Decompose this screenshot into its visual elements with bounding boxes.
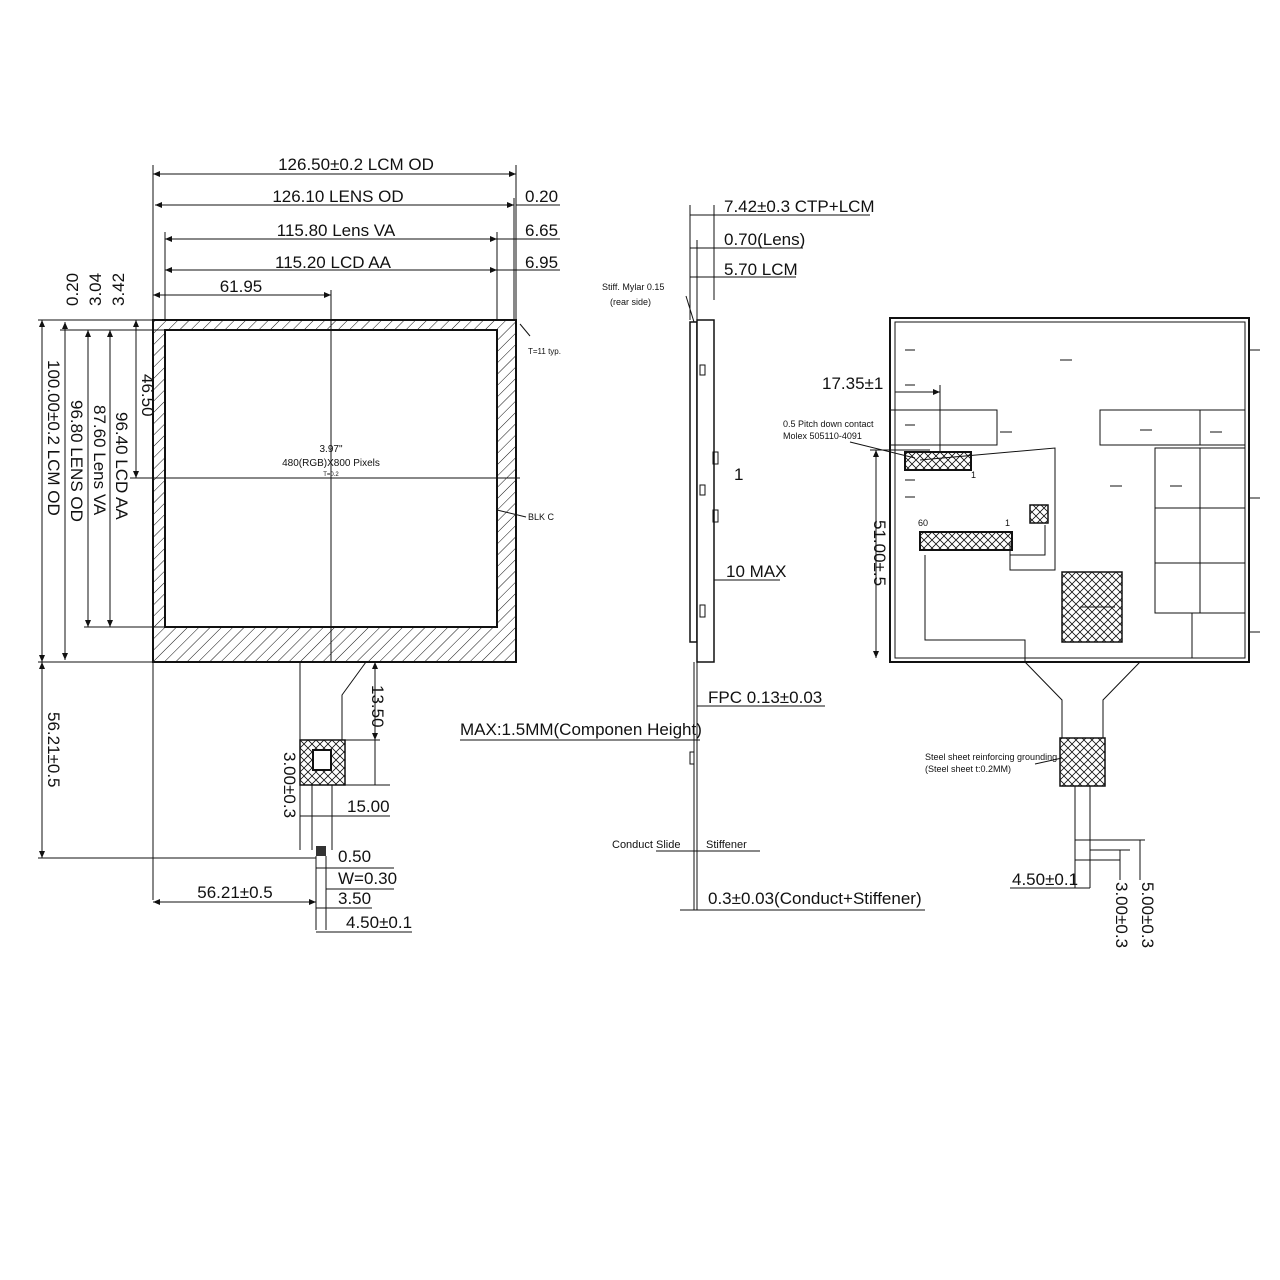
fpc-tail [299, 661, 367, 740]
dim-right-695: 6.95 [525, 253, 558, 272]
dim-lcm-od-width: 126.50±0.2 LCM OD [278, 155, 434, 174]
dim-v-304: 3.04 [86, 273, 105, 306]
fpc-chip [312, 749, 332, 771]
label-pixels: 480(RGB)X800 Pixels [282, 458, 380, 469]
rear-flex-route [924, 555, 1026, 662]
side-lens [689, 321, 698, 643]
label-conduct-slide: Conduct Slide [612, 839, 681, 851]
dim-v-342: 3.42 [109, 273, 128, 306]
dim-rear-1735: 17.35±1 [822, 374, 883, 393]
label-mylar: Stiff. Mylar 0.15 [602, 282, 664, 292]
label-diagonal-size: 3.97" [319, 444, 342, 455]
dim-lens-od-width: 126.10 LENS OD [272, 187, 403, 206]
rear-fpc-tail [1024, 661, 1141, 738]
dim-fpc-w030: W=0.30 [338, 869, 397, 888]
dim-rear-500: 5.00±0.3 [1138, 882, 1157, 948]
dim-fpc-length: 56.21±0.5 [44, 712, 63, 788]
pin-1-main: 1 [1005, 518, 1010, 528]
label-thickness: T=0.2 [323, 472, 339, 478]
fpc-contact-pads [316, 846, 326, 856]
dim-fpc-x: 56.21±0.5 [197, 883, 273, 902]
dim-rear-450: 4.50±0.1 [1012, 870, 1078, 889]
label-t11: T=11 typ. [528, 347, 561, 356]
dim-fpc-350: 3.50 [338, 889, 371, 908]
pin-1-top: 1 [971, 470, 976, 480]
label-steel-sheet: Steel sheet reinforcing grounding [925, 752, 1057, 762]
label-molex: Molex 505110-4091 [783, 431, 862, 441]
dim-conduct-stiffener: 0.3±0.03(Conduct+Stiffener) [708, 889, 922, 908]
rear-steel-sheet [1059, 737, 1106, 787]
dim-fpc-1500: 15.00 [347, 797, 390, 816]
front-view: 126.50±0.2 LCM OD 126.10 LENS OD 115.80 … [38, 155, 561, 933]
dim-lcm-thickness: 5.70 LCM [724, 260, 798, 279]
label-steel-thickness: (Steel sheet t:0.2MM) [925, 764, 1011, 774]
dim-right-020: 0.20 [525, 187, 558, 206]
dim-component-height: MAX:1.5MM(Componen Height) [460, 720, 702, 739]
rear-label-left [889, 409, 998, 446]
dim-rear-51: 51.00±.5 [870, 520, 889, 586]
dim-lcm-od-height: 100.00±0.2 LCM OD [44, 360, 63, 516]
dim-fpc-1350: 13.50 [368, 685, 387, 728]
connector-top [904, 451, 972, 471]
dim-lcd-aa-width: 115.20 LCD AA [275, 253, 392, 272]
label-mylar-rear: (rear side) [610, 297, 651, 307]
connector-main [919, 531, 1013, 551]
dim-right-665: 6.65 [525, 221, 558, 240]
rear-label-right [1099, 409, 1246, 446]
dim-lens-od-height: 96.80 LENS OD [67, 400, 86, 522]
dim-lens-va-height: 87.60 Lens VA [90, 405, 109, 516]
dim-10-max: 10 MAX [726, 562, 786, 581]
dim-lcd-aa-height: 96.40 LCD AA [112, 412, 131, 520]
rear-marks [905, 349, 1260, 633]
side-view: 7.42±0.3 CTP+LCM 0.70(Lens) 5.70 LCM Sti… [460, 197, 925, 911]
dim-v-020: 0.20 [63, 273, 82, 306]
label-blk-c: BLK C [528, 512, 555, 522]
dim-lens-va-width: 115.80 Lens VA [277, 221, 396, 240]
rear-cell-grid [1154, 447, 1246, 659]
dim-ctp-lcm: 7.42±0.3 CTP+LCM [724, 197, 875, 216]
label-pitch: 0.5 Pitch down contact [783, 419, 874, 429]
dim-fpc-050: 0.50 [338, 847, 371, 866]
rear-view: 51.00±.5 60 1 1 17.35±1 0.5 Pitch down c… [783, 317, 1260, 948]
pin-60: 60 [918, 518, 928, 528]
label-side-one: 1 [734, 465, 743, 484]
dim-fpc-300: 3.00±0.3 [280, 752, 299, 818]
dim-fpc-thickness: FPC 0.13±0.03 [708, 688, 822, 707]
dim-lens-thickness: 0.70(Lens) [724, 230, 805, 249]
dim-fpc-450: 4.50±0.1 [346, 913, 412, 932]
dim-rear-300: 3.00±0.3 [1112, 882, 1131, 948]
label-stiffener: Stiffener [706, 839, 747, 851]
connector-small [1029, 504, 1049, 524]
dim-center-x: 61.95 [220, 277, 263, 296]
